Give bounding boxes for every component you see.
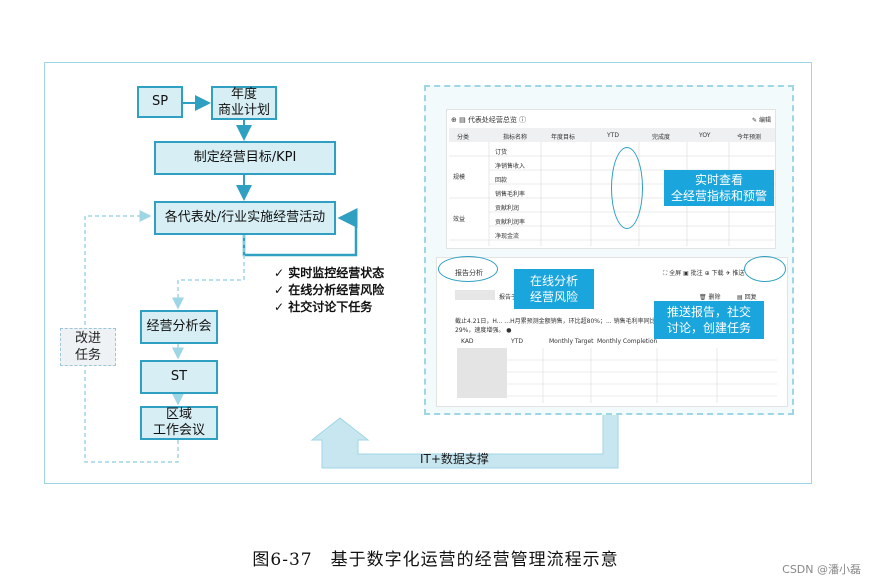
regional-line1: 区域 — [165, 407, 192, 422]
reply-label: 回复 — [744, 294, 757, 301]
col-header: 今年预测 — [737, 134, 762, 141]
activities-label: 各代表处/行业实施经营活动 — [164, 210, 326, 225]
view-icon: ⊕ ▤ — [451, 116, 468, 124]
col-header: 完成度 — [652, 134, 671, 141]
col-header: YOY — [699, 132, 711, 139]
report-text: 截止4.21日，H... ...H月累预测金额销售，环比超80%；... 销售毛… — [455, 318, 689, 325]
regional-meeting-node: 区域 工作会议 — [140, 406, 218, 440]
online-line2: 经营风险 — [529, 290, 578, 304]
comment-icon[interactable]: ▣ — [683, 270, 689, 277]
edit-label: 编辑 — [758, 117, 771, 124]
push-oval — [744, 256, 786, 282]
online-callout: 在线分析 经营风险 — [514, 269, 594, 309]
overview-title: ⊕ ▤ 代表处经营总览 ⓘ — [451, 116, 527, 124]
group-label: 效益 — [453, 216, 466, 223]
col-header: 分类 — [457, 134, 470, 141]
st-label: ST — [170, 369, 188, 384]
col-header: YTD — [607, 132, 619, 139]
improve-line1: 改进 — [74, 331, 101, 346]
row-label: 贡献利润率 — [495, 219, 526, 226]
sp-label: SP — [151, 94, 169, 109]
report-col: YTD — [511, 338, 523, 345]
annual-plan-node: 年度 商业计划 — [211, 86, 277, 120]
col-header: 指标名称 — [503, 134, 528, 141]
checks-list: ✓ 实时监控经营状态 ✓ 在线分析经营风险 ✓ 社交讨论下任务 — [274, 265, 384, 316]
analysis-meeting-node: 经营分析会 — [140, 310, 218, 344]
report-col: KAD — [461, 338, 474, 345]
edit-link[interactable]: ✎ 编辑 — [752, 117, 771, 124]
toolbar-item[interactable]: 全屏 — [669, 270, 682, 277]
report-card: 报告分析 ⛶ 全屏 ▣ 批注 ⊕ 下载 ✈ 推送 报告于: 2 🗑 删除 ▤ 回… — [436, 257, 788, 407]
dashboard-panel: ⊕ ▤ 代表处经营总览 ⓘ ✎ 编辑 分类 指标名称 年度目标 YTD 完成度 … — [424, 85, 794, 415]
check-item: ✓ 社交讨论下任务 — [274, 300, 373, 314]
row-label: 贡献利润 — [495, 205, 520, 212]
row-label: 净现金流 — [495, 233, 520, 240]
fullscreen-icon[interactable]: ⛶ — [663, 270, 668, 277]
feedback-loop — [84, 210, 179, 463]
set-goals-label: 制定经营目标/KPI — [193, 150, 297, 165]
ytd-highlight-oval — [611, 147, 643, 229]
push-line2: 讨论，创建任务 — [666, 321, 751, 335]
improve-note: 改进 任务 — [60, 328, 116, 366]
report-text: 29%，速度增强。 ● — [455, 327, 512, 334]
delete-link[interactable]: 🗑 删除 — [699, 294, 721, 301]
check-item: ✓ 实时监控经营状态 — [274, 266, 385, 280]
push-line1: 推送报告，社交 — [666, 305, 751, 319]
table-header — [449, 128, 775, 142]
figure-caption: 图6-37 基于数字化运营的经营管理流程示意 — [252, 550, 619, 570]
annual-plan-line2: 商业计划 — [217, 103, 270, 118]
col-header: 年度目标 — [551, 134, 576, 141]
annual-plan-line1: 年度 — [230, 87, 257, 102]
push-callout: 推送报告，社交 讨论，创建任务 — [654, 301, 764, 339]
send-icon[interactable]: ✈ — [725, 270, 731, 277]
st-node: ST — [140, 360, 218, 394]
improve-line2: 任务 — [74, 348, 101, 363]
report-date: 报告于: 2 — [499, 294, 525, 301]
set-goals-node: 制定经营目标/KPI — [154, 141, 336, 175]
toolbar-item[interactable]: 推送 — [732, 270, 745, 277]
group-label: 规模 — [453, 174, 466, 181]
realtime-line2: 全经营指标和预警 — [670, 189, 767, 203]
row-label: 销售毛利率 — [495, 191, 526, 198]
arrow-activities-meeting — [172, 234, 245, 310]
report-grid — [507, 348, 777, 403]
regional-line2: 工作会议 — [152, 423, 205, 438]
realtime-line1: 实时查看 — [694, 173, 743, 187]
reply-link[interactable]: ▤ 回复 — [737, 294, 757, 301]
watermark: CSDN @潘小磊 — [782, 563, 861, 576]
report-tab-oval — [438, 256, 498, 282]
report-col: Monthly Target — [549, 338, 594, 345]
delete-label: 删除 — [708, 294, 721, 301]
toolbar-item[interactable]: 批注 — [690, 270, 703, 277]
realtime-callout: 实时查看 全经营指标和预警 — [664, 170, 774, 206]
row-label: 净销售收入 — [495, 163, 526, 170]
support-arrow — [310, 411, 619, 469]
analysis-meeting-label: 经营分析会 — [146, 319, 212, 334]
sp-node: SP — [137, 86, 183, 118]
support-label: IT+数据支撑 — [420, 452, 489, 466]
overview-title-text: 代表处经营总览 — [467, 116, 517, 124]
toolbar-item[interactable]: 下载 — [711, 270, 724, 277]
check-item: ✓ 在线分析经营风险 — [274, 283, 385, 297]
report-col: Monthly Completion — [597, 338, 658, 345]
author-avatar — [455, 290, 495, 300]
activities-node: 各代表处/行业实施经营活动 — [154, 201, 336, 235]
report-thumbnail — [457, 348, 507, 398]
row-label: 回款 — [495, 177, 508, 184]
download-icon[interactable]: ⊕ — [704, 270, 710, 277]
online-line1: 在线分析 — [529, 274, 578, 288]
row-label: 订货 — [495, 149, 508, 156]
toolbar: ⛶ 全屏 ▣ 批注 ⊕ 下载 ✈ 推送 — [663, 268, 744, 278]
